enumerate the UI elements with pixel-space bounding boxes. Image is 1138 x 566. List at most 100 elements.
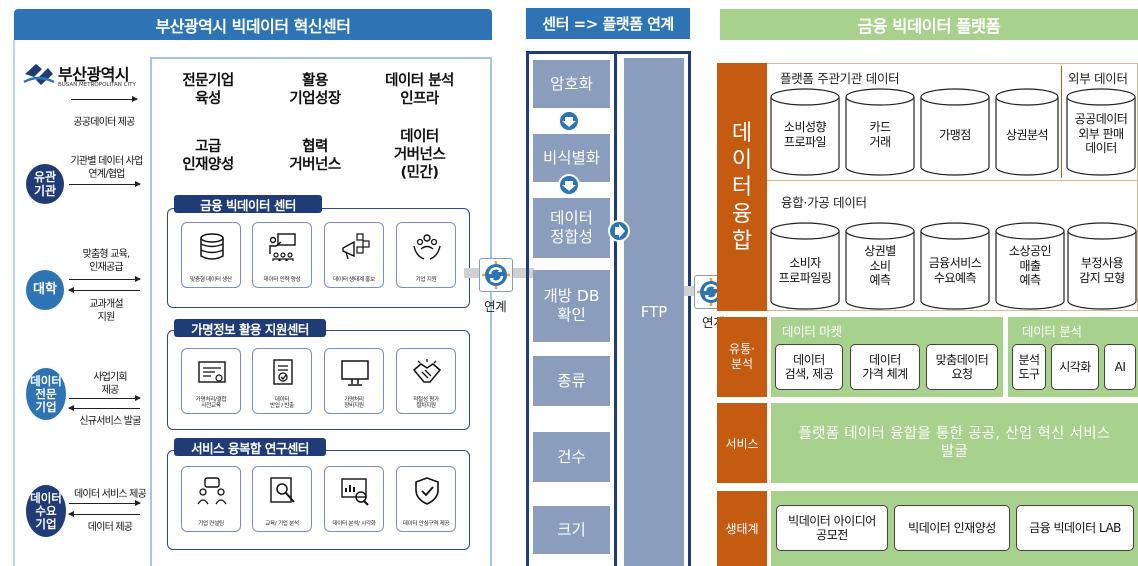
goal-analysis-infra: 데이터 분석 인프라 <box>385 73 454 107</box>
service-panel: 플랫폼 데이터 융합을 통한 공공, 산업 혁신 서비스 발굴 <box>771 403 1138 483</box>
main-org-title: 플랫폼 주관기관 데이터 <box>780 71 900 86</box>
public-data-label: 공공데이터 제공 <box>73 117 135 128</box>
pipeline-box <box>526 51 617 566</box>
demand-firm-oval: 데이터 수요 기업 <box>26 485 66 537</box>
processed-title: 융합·가공 데이터 <box>781 195 867 210</box>
card-ecosystem-promo: 데이터 생태계 홍보 <box>324 222 384 288</box>
data-firm-in-label: 사업기회 제공 <box>93 372 127 396</box>
logo-subtext: BUSAN METROPOLITAN CITY <box>58 82 136 88</box>
eco-idea-contest: 빅데이터 아이디어 공모전 <box>776 505 888 551</box>
platform-title: 금융 빅데이터 플랫폼 <box>857 16 1001 36</box>
cyl-label: 상권별 소비 예측 <box>864 244 896 287</box>
sync-icon <box>479 258 513 292</box>
team-hands-icon <box>413 234 441 260</box>
service-convergence-center-title: 서비스 융복합 연구센터 <box>174 438 326 456</box>
step-count: 건수 <box>533 432 610 482</box>
arrow-right-icon <box>608 220 630 242</box>
document-check-icon <box>273 359 293 385</box>
step-encryption: 암호화 <box>533 60 610 108</box>
cyl-label: 공공데이터 외부 판매 데이터 <box>1074 112 1128 155</box>
step-open-db: 개방 DB 확인 <box>533 270 610 342</box>
cyl-sales-forecast: 소상공인 매출 예측 <box>995 222 1065 310</box>
card-label: 데이터 인력 양성 <box>263 277 301 284</box>
cyl-fraud-detection: 부정사용 감지 모형 <box>1067 222 1137 310</box>
cyl-label: 소비자 프로파일링 <box>778 256 832 285</box>
university-in-arrow <box>69 276 141 282</box>
external-title: 외부 데이터 <box>1068 71 1128 86</box>
university-in-label: 맞춤형 교육, 인재공급 <box>82 249 131 273</box>
data-firm-in-arrow <box>69 395 141 401</box>
pseudonym-support-center-title: 가명정보 활용 지원센터 <box>174 319 326 337</box>
analysis-tools: 분석 도구 <box>1012 344 1046 390</box>
card-pre-education: 가명처리/결합 사전교육 <box>181 348 241 414</box>
card-data-workforce: 데이터 인력 양성 <box>252 222 312 288</box>
cyl-consumption-profile: 소비성향 프로파일 <box>770 88 840 176</box>
ftp-box <box>617 51 691 566</box>
analysis-visualization: 시각화 <box>1051 344 1099 390</box>
university-out-arrow <box>68 287 140 293</box>
step-type: 종류 <box>533 356 610 406</box>
goal-coop-governance: 협력 거버넌스 <box>289 139 341 173</box>
cyl-label: 소상공인 매출 예측 <box>1008 244 1052 287</box>
data-firm-oval: 데이터 전문 기업 <box>26 368 66 420</box>
agency-arrow <box>69 181 141 187</box>
ftp-label: FTP <box>640 303 668 321</box>
busan-logo: 부산광역시 BUSAN METROPOLITAN CITY <box>22 60 162 96</box>
card-safe-zone: 데이터 안심구역 제공 <box>396 466 456 532</box>
left-border <box>13 40 15 566</box>
handshake-icon <box>412 359 442 383</box>
consulting-icon <box>197 477 227 505</box>
cyl-merchant: 가맹점 <box>920 88 990 176</box>
service-label: 서비스 <box>717 403 767 483</box>
cyl-consumer-profiling: 소비자 프로파일링 <box>770 222 840 310</box>
data-analysis-title: 데이터 분석 <box>1022 324 1082 339</box>
shield-check-icon <box>415 477 439 505</box>
card-label: 기업 컨설팅 <box>198 521 224 528</box>
university-out-label: 교과개설 지원 <box>89 299 123 323</box>
card-consulting: 기업 컨설팅 <box>181 466 241 532</box>
platform-header: 금융 빅데이터 플랫폼 <box>720 9 1138 40</box>
market-custom-request: 맞춤데이터 요청 <box>926 344 998 390</box>
busan-logo-icon <box>23 64 55 85</box>
data-firm-out-arrow <box>68 405 140 411</box>
cyl-label: 부정사용 감지 모형 <box>1079 256 1125 285</box>
card-equipment-support: 가명처리 장비지원 <box>324 348 384 414</box>
finance-bigdata-center-title: 금융 빅데이터 센터 <box>174 195 322 213</box>
ftp-panel: FTP <box>624 58 684 566</box>
distribution-label: 유통· 분석 <box>717 317 767 397</box>
link-header: 센터 => 플랫폼 연계 <box>526 8 690 39</box>
external-divider <box>1061 66 1062 178</box>
analysis-ai: AI <box>1104 344 1136 390</box>
analytics-icon <box>341 478 369 506</box>
card-label: 기업 지원 <box>415 277 437 284</box>
card-visualization: 데이터 분석/ 시각화 <box>324 466 384 532</box>
link-label-1: 연계 <box>484 299 507 314</box>
cyl-district-forecast: 상권별 소비 예측 <box>845 222 915 310</box>
cyl-label: 상권분석 <box>1005 128 1049 142</box>
card-label: 데이터 생태계 홍보 <box>333 277 375 284</box>
busan-center-title: 부산광역시 빅데이터 혁신센터 <box>155 16 351 36</box>
demand-firm-in-arrow <box>69 500 141 506</box>
demand-firm-out-arrow <box>68 511 140 517</box>
card-label: 맞춤형 데이터 생산 <box>190 277 232 284</box>
busan-center-header: 부산광역시 빅데이터 혁신센터 <box>14 9 492 40</box>
card-label: 데이터 안심구역 제공 <box>402 521 450 528</box>
demand-firm-out-label: 데이터 제공 <box>87 522 133 533</box>
card-data-transfer: 데이터 반입 / 반출 <box>252 348 312 414</box>
presentation-icon <box>269 233 296 261</box>
card-label: 데이터 분석/ 시각화 <box>332 521 376 528</box>
goal-specialist-firms: 전문기업 육성 <box>182 73 234 107</box>
market-pricing: 데이터 가격 체계 <box>850 344 920 390</box>
cyl-label: 소비성향 프로파일 <box>783 120 827 149</box>
step-integrity: 데이터 정합성 <box>533 198 610 258</box>
cyl-finance-demand: 금융서비스 수요예측 <box>920 222 990 310</box>
card-custom-data: 맞춤형 데이터 생산 <box>181 222 241 288</box>
data-fusion-bar: 데 이 터 융 합 <box>717 63 767 311</box>
arrow-down-icon <box>558 174 580 196</box>
goal-data-governance: 데이터 거버넌스 (민간) <box>393 129 446 181</box>
data-firm-out-label: 신규서비스 발굴 <box>79 416 141 427</box>
eco-lab: 금융 빅데이터 LAB <box>1016 505 1134 551</box>
link-title: 센터 => 플랫폼 연계 <box>542 15 674 33</box>
monitor-icon <box>341 360 369 386</box>
arrow-down-icon <box>558 110 580 132</box>
